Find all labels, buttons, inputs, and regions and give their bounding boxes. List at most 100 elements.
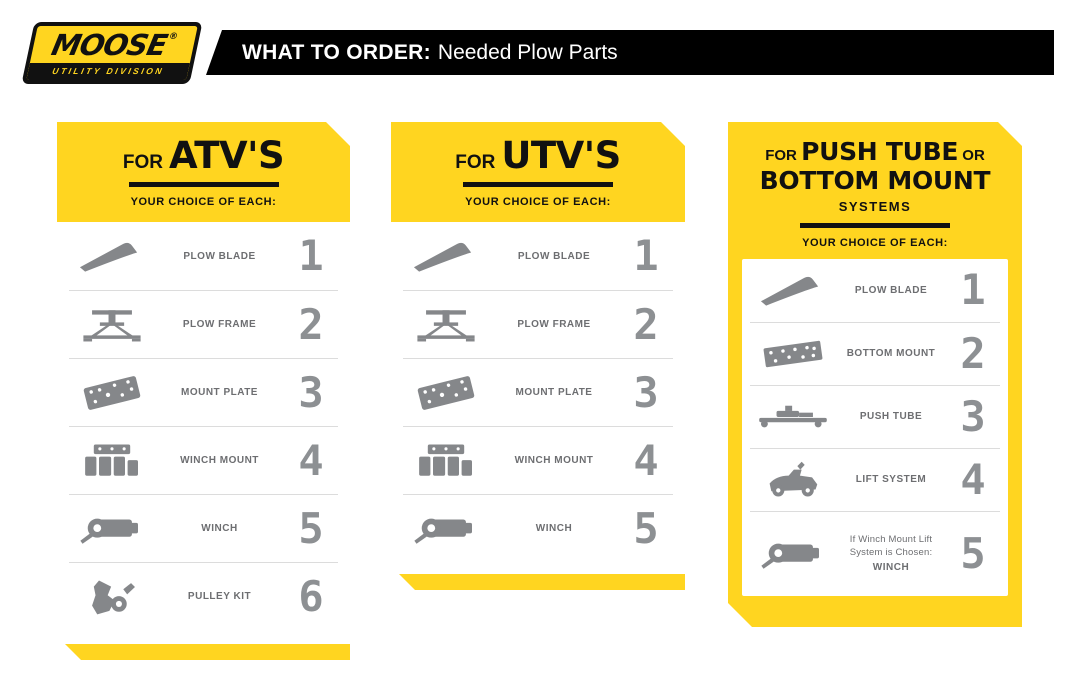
part-qty: 3 <box>960 391 986 441</box>
logo-brand-text: MOOSE <box>48 28 170 62</box>
part-label: WINCH <box>201 523 238 534</box>
title-underline <box>129 182 279 187</box>
title-prefix: FOR <box>122 152 163 173</box>
part-row: PLOW FRAME 2 <box>403 290 673 358</box>
card-title-line2: BOTTOM MOUNT <box>759 165 991 195</box>
part-row: WINCH 5 <box>69 494 338 562</box>
part-label: PLOW BLADE <box>854 284 928 296</box>
plow-frame-icon <box>403 305 489 345</box>
part-row: If Winch Mount Lift System is Chosen: WI… <box>750 511 1000 596</box>
push-tube-card-header: FOR PUSH TUBE OR BOTTOM MOUNT SYSTEMS YO… <box>728 122 1022 249</box>
part-qty: 6 <box>298 571 324 621</box>
part-label: MOUNT PLATE <box>181 387 258 398</box>
title-text: PUSH TUBE <box>801 137 959 166</box>
part-row: PLOW BLADE 1 <box>69 222 338 290</box>
part-qty: 5 <box>960 528 986 578</box>
part-label-group: If Winch Mount Lift System is Chosen: WI… <box>836 534 946 573</box>
part-label: WINCH <box>872 561 910 573</box>
title-prefix: FOR <box>455 152 496 173</box>
part-qty: 1 <box>298 231 324 280</box>
winch-mount-icon <box>69 441 155 481</box>
card-title-line3: SYSTEMS <box>838 198 912 214</box>
title-text: ATV'S <box>168 134 285 177</box>
part-qty: 4 <box>960 454 986 504</box>
part-qty: 1 <box>633 231 659 280</box>
part-label: WINCH MOUNT <box>180 455 259 466</box>
push-tube-icon <box>750 397 836 437</box>
page-title-rest: Needed Plow Parts <box>437 40 618 64</box>
title-underline <box>463 182 613 187</box>
lift-system-icon <box>750 460 836 500</box>
registered-mark: ® <box>167 32 178 42</box>
part-row: PUSH TUBE 3 <box>750 385 1000 448</box>
pulley-kit-icon <box>69 577 155 617</box>
plow-blade-icon <box>69 236 155 276</box>
part-label: BOTTOM MOUNT <box>846 348 936 359</box>
part-qty: 2 <box>633 299 659 349</box>
plow-blade-icon <box>403 236 489 276</box>
title-or: OR <box>962 147 985 164</box>
parts-list: PLOW BLADE 1 BOTTOM MOUNT 2 PUSH TUBE 3 <box>742 259 1008 596</box>
part-row: PLOW BLADE 1 <box>750 259 1000 322</box>
part-label: PLOW FRAME <box>182 319 257 330</box>
part-qty: 5 <box>633 503 659 553</box>
part-label: PUSH TUBE <box>859 411 923 422</box>
part-label: LIFT SYSTEM <box>855 474 927 485</box>
part-qty: 4 <box>633 435 659 485</box>
card-footer-stripe <box>57 644 350 660</box>
logo-subtitle: UTILITY DIVISION <box>26 63 190 80</box>
winch-icon <box>69 509 155 549</box>
part-qty: 4 <box>298 435 324 485</box>
part-label: PLOW FRAME <box>517 319 591 330</box>
mount-plate-icon <box>69 373 155 413</box>
card-title-line1: FOR PUSH TUBE OR <box>728 138 1022 167</box>
part-row: PULLEY KIT 6 <box>69 562 338 630</box>
part-label: WINCH <box>535 523 573 534</box>
card-subtitle: YOUR CHOICE OF EACH: <box>465 196 611 208</box>
title-underline <box>800 223 950 228</box>
bottom-mount-icon <box>750 334 836 374</box>
part-qty: 3 <box>298 367 324 417</box>
part-qty: 3 <box>633 367 659 417</box>
card-subtitle: YOUR CHOICE OF EACH: <box>802 236 948 249</box>
title-text: UTV'S <box>501 134 621 177</box>
part-qty: 2 <box>960 328 986 378</box>
plow-frame-icon <box>69 305 155 345</box>
part-qty: 1 <box>960 265 986 314</box>
title-prefix: FOR <box>765 147 797 164</box>
part-row: WINCH MOUNT 4 <box>69 426 338 494</box>
parts-list: PLOW BLADE 1 PLOW FRAME 2 MOUNT PLATE 3 <box>391 222 685 562</box>
part-note: If Winch Mount Lift System is Chosen: <box>849 534 933 558</box>
winch-icon <box>403 509 489 549</box>
part-label: PLOW BLADE <box>517 250 591 262</box>
part-row: PLOW FRAME 2 <box>69 290 338 358</box>
part-label: PLOW BLADE <box>183 250 256 262</box>
page-title-bold: WHAT TO ORDER: <box>242 40 431 64</box>
part-label: PULLEY KIT <box>187 591 252 602</box>
plow-blade-icon <box>750 270 836 310</box>
part-row: WINCH MOUNT 4 <box>403 426 673 494</box>
part-label: MOUNT PLATE <box>515 387 593 398</box>
winch-icon <box>750 534 836 574</box>
parts-list: PLOW BLADE 1 PLOW FRAME 2 MOUNT PLATE 3 <box>57 222 350 630</box>
winch-mount-icon <box>403 441 489 481</box>
part-row: LIFT SYSTEM 4 <box>750 448 1000 511</box>
part-qty: 5 <box>298 503 324 553</box>
part-row: BOTTOM MOUNT 2 <box>750 322 1000 385</box>
part-row: PLOW BLADE 1 <box>403 222 673 290</box>
push-tube-bottom-mount-card: FOR PUSH TUBE OR BOTTOM MOUNT SYSTEMS YO… <box>728 122 1022 627</box>
moose-logo: MOOSE® UTILITY DIVISION <box>21 22 203 84</box>
part-row: WINCH 5 <box>403 494 673 562</box>
title-bar: WHAT TO ORDER: Needed Plow Parts <box>206 30 1054 75</box>
card-subtitle: YOUR CHOICE OF EACH: <box>130 196 277 208</box>
mount-plate-icon <box>403 373 489 413</box>
part-row: MOUNT PLATE 3 <box>403 358 673 426</box>
part-row: MOUNT PLATE 3 <box>69 358 338 426</box>
